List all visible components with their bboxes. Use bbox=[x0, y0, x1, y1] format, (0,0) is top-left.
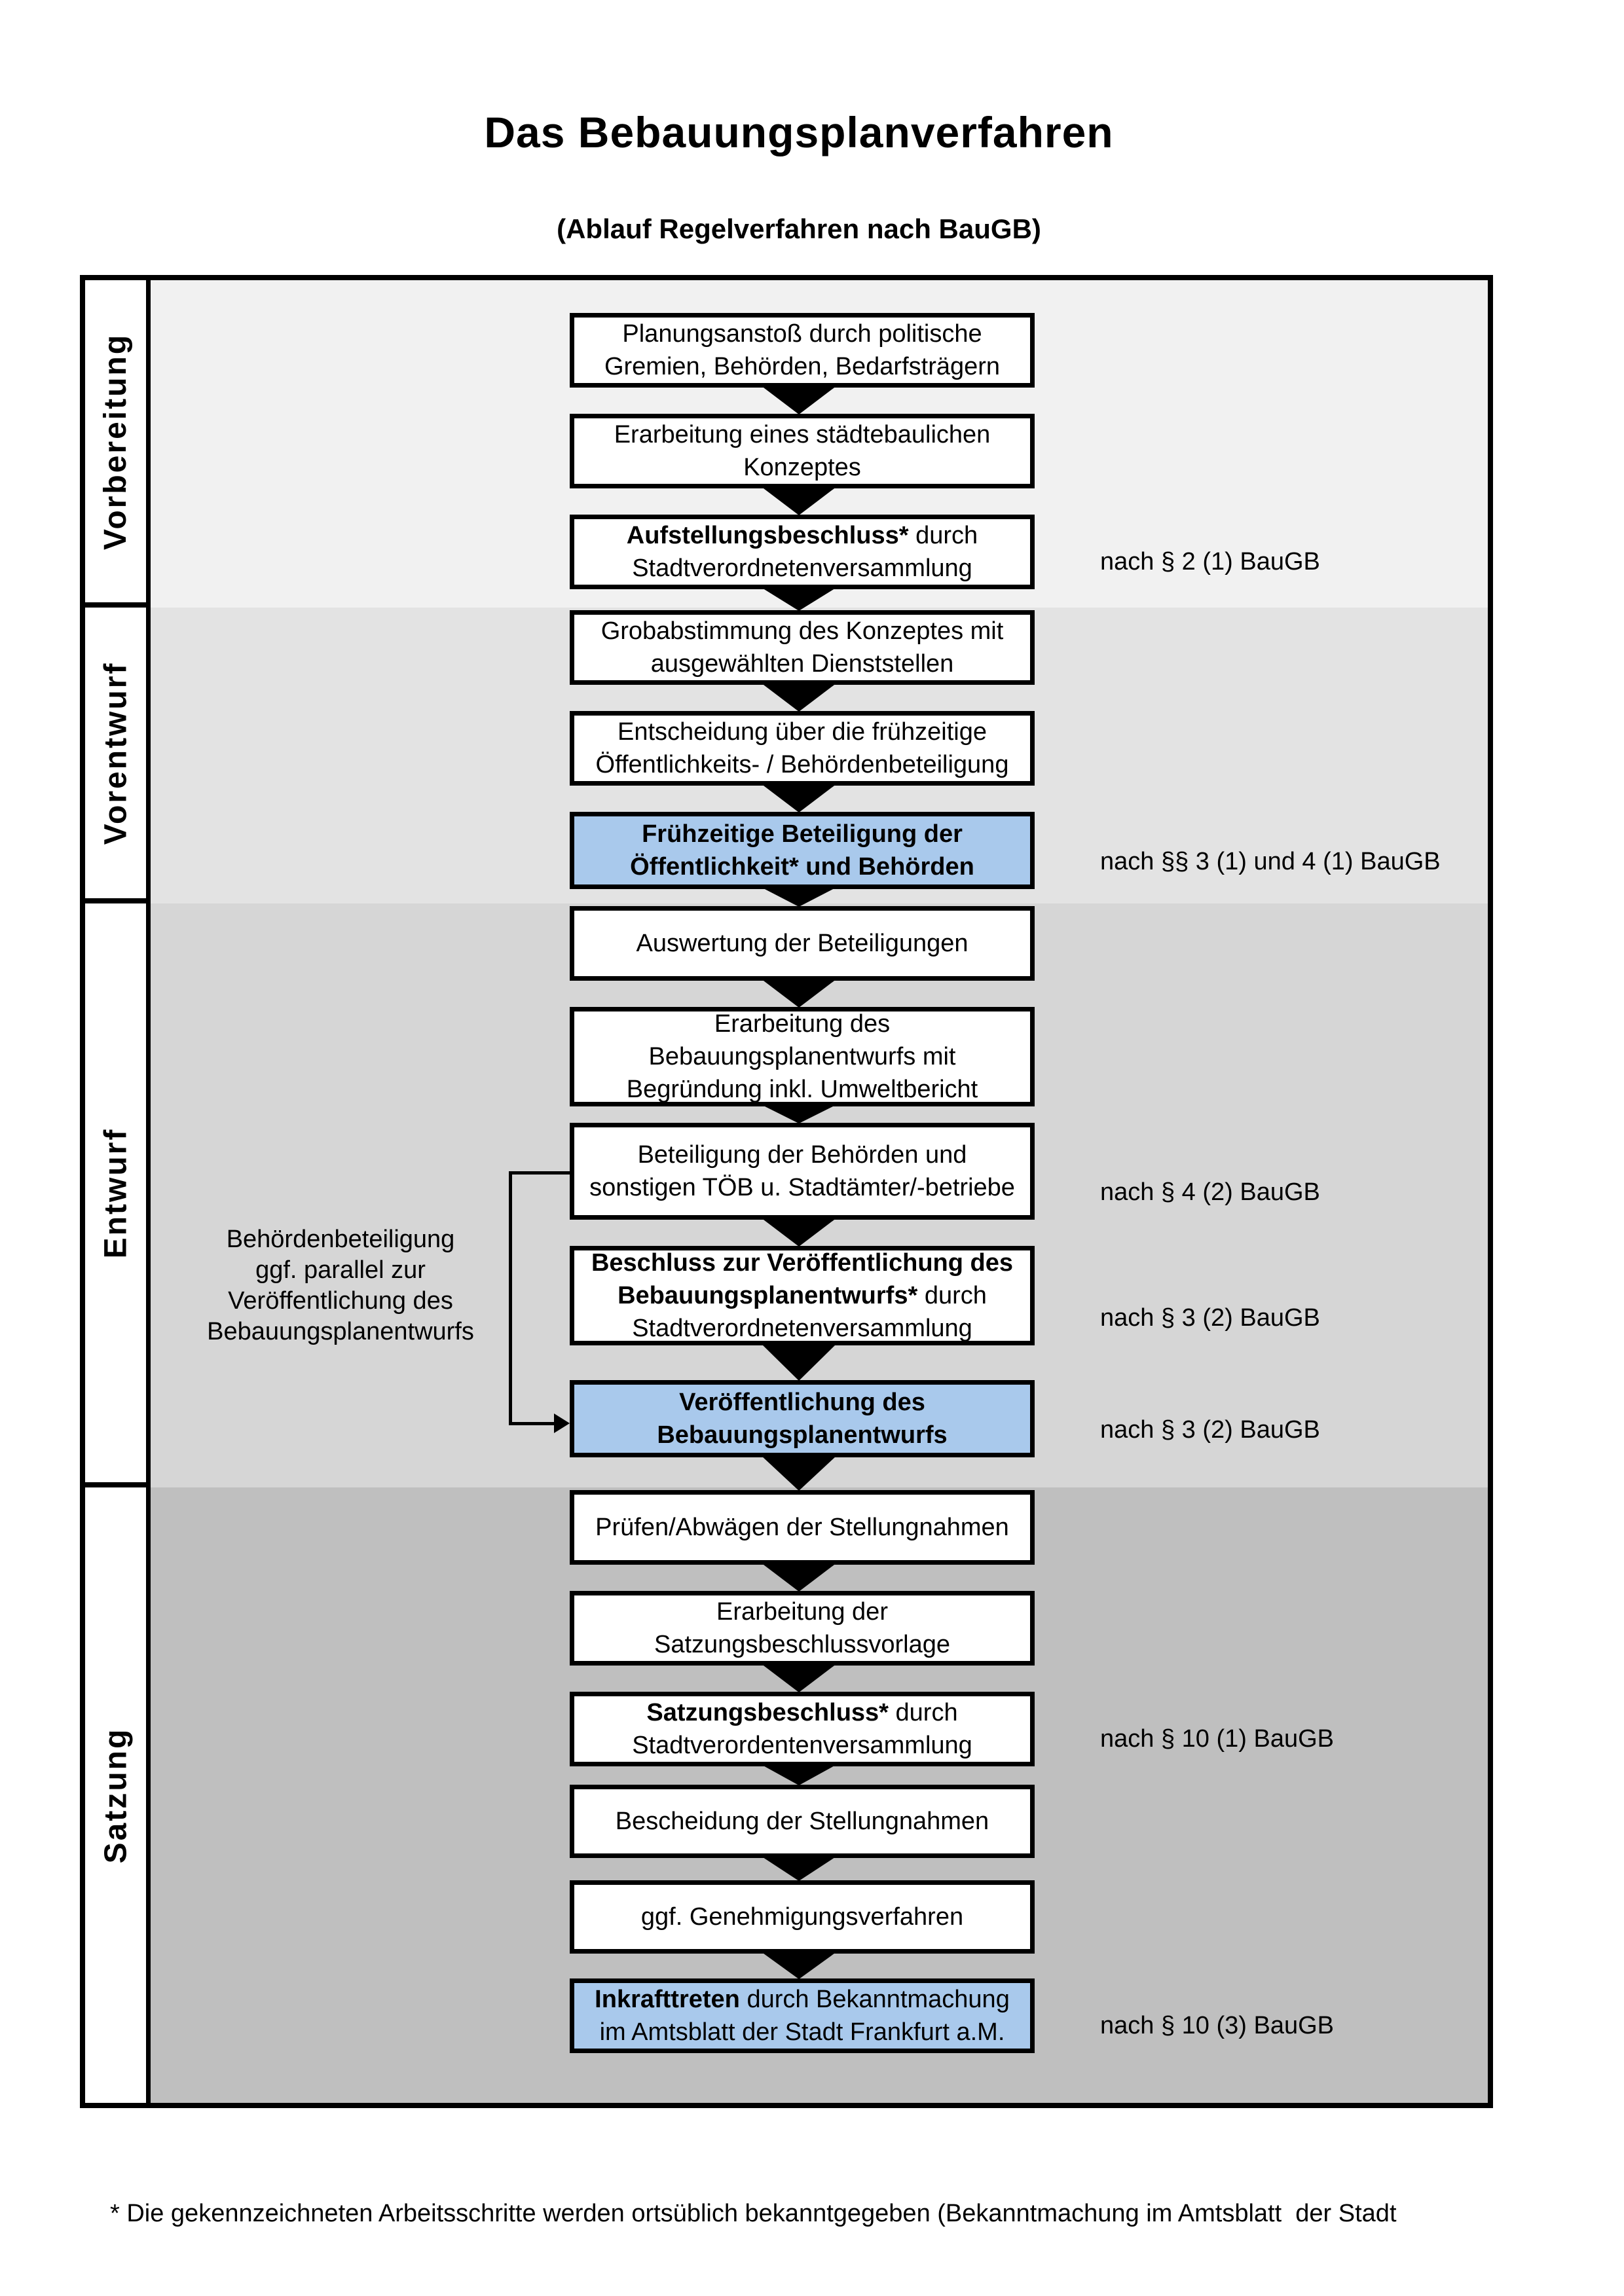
flow-box-line: ggf. Genehmigungsverfahren bbox=[640, 1903, 964, 1931]
flow-box-line: Beschluss zur Veröffentlichung des bbox=[591, 1249, 1014, 1277]
flow-box-line: ausgewählten Dienststellen bbox=[650, 650, 954, 678]
parallel-annotation-line: ggf. parallel zur bbox=[255, 1256, 426, 1284]
phase-cell-satzung: Satzung bbox=[85, 1487, 151, 2103]
connector-line-top bbox=[509, 1171, 570, 1175]
arrow-down-icon bbox=[761, 1218, 837, 1247]
flow-box-line: Entscheidung über die frühzeitige bbox=[617, 718, 987, 746]
flow-box-line: sonstigen TÖB u. Stadtämter/-betriebe bbox=[589, 1174, 1015, 1201]
flow-box-line: Stadtverordnetenversammlung bbox=[632, 555, 972, 582]
flow-box-line: Aufstellungsbeschluss* durch bbox=[626, 522, 978, 549]
flow-box-line: Konzeptes bbox=[743, 454, 861, 481]
arrow-down-icon bbox=[761, 1664, 837, 1692]
flow-box-line: Bescheidung der Stellungnahmen bbox=[615, 1808, 989, 1835]
flow-box-line: Beteiligung der Behörden und bbox=[637, 1141, 967, 1169]
flow-box-line: Stadtverordnetenversammlung bbox=[632, 1315, 972, 1342]
flow-box: Beteiligung der Behörden und sonstigen TÖ… bbox=[570, 1123, 1035, 1220]
phase-label: Entwurf bbox=[98, 1127, 134, 1258]
flow-box-line: Inkrafttreten durch Bekanntmachung bbox=[595, 1986, 1010, 2013]
arrow-down-icon bbox=[761, 1563, 837, 1592]
arrow-down-icon bbox=[761, 486, 837, 515]
flow-box: Inkrafttreten durch Bekanntmachung im Amt… bbox=[570, 1978, 1035, 2053]
flow-box-line: Erarbeitung des bbox=[714, 1010, 891, 1038]
flow-box: Grobabstimmung des Konzeptes mit ausgewäh… bbox=[570, 610, 1035, 685]
arrow-down-icon bbox=[761, 1764, 837, 1785]
phase-cell-vorbereitung: Vorbereitung bbox=[85, 280, 151, 608]
flow-box: Bescheidung der Stellungnahmen bbox=[570, 1785, 1035, 1858]
flow-box-line: Erarbeitung der bbox=[716, 1598, 888, 1626]
page-title: Das Bebauungsplanverfahren bbox=[484, 108, 1114, 156]
phase-label: Vorentwurf bbox=[98, 661, 133, 845]
connector-line-vertical bbox=[509, 1171, 512, 1425]
flow-box-line: Bebauungsplanentwurfs* durch bbox=[618, 1282, 987, 1309]
phase-label: Vorbereitung bbox=[98, 333, 133, 550]
arrow-down-icon bbox=[761, 1952, 837, 1979]
flow-box-line: im Amtsblatt der Stadt Frankfurt a.M. bbox=[599, 2018, 1005, 2046]
flow-box-line: Begründung inkl. Umweltbericht bbox=[626, 1076, 978, 1103]
flow-box-line: Planungsanstoß durch politische bbox=[622, 320, 982, 348]
arrow-down-icon bbox=[761, 979, 837, 1008]
flow-box-line: Auswertung der Beteiligungen bbox=[636, 930, 969, 957]
flow-box-line: Bebauungsplanentwurfs mit bbox=[648, 1043, 956, 1070]
flow-box-line: Gremien, Behörden, Bedarfsträgern bbox=[604, 353, 1001, 380]
flow-box: Prüfen/Abwägen der Stellungnahmen bbox=[570, 1490, 1035, 1565]
arrow-down-icon bbox=[761, 386, 837, 414]
flow-box-line: Bebauungsplanentwurfs bbox=[657, 1421, 948, 1449]
parallel-annotation-line: Bebauungsplanentwurfs bbox=[207, 1318, 474, 1345]
flow-box-line: Stadtverordentenversammlung bbox=[632, 1732, 972, 1759]
flow-box-line: Prüfen/Abwägen der Stellungnahmen bbox=[595, 1514, 1009, 1541]
flow-box-line: Öffentlichkeit* und Behörden bbox=[630, 853, 974, 881]
arrow-down-icon bbox=[761, 1455, 837, 1491]
flow-box: ggf. Genehmigungsverfahren bbox=[570, 1880, 1035, 1954]
flow-box-line: Satzungsbeschluss* durch bbox=[646, 1699, 958, 1726]
arrow-down-icon bbox=[761, 887, 837, 907]
flow-box-line: Erarbeitung eines städtebaulichen bbox=[614, 421, 991, 448]
connector-line-bottom bbox=[509, 1422, 555, 1425]
legal-note: nach § 4 (2) BauGB bbox=[1100, 1178, 1320, 1206]
footnote-line-1: * Die gekennzeichneten Arbeitsschritte w… bbox=[110, 2200, 1397, 2227]
flow-box-line: Satzungsbeschlussvorlage bbox=[654, 1631, 951, 1658]
arrow-down-icon bbox=[761, 683, 837, 712]
arrow-down-icon bbox=[761, 1104, 837, 1123]
flow-box-line: Grobabstimmung des Konzeptes mit bbox=[600, 617, 1004, 645]
arrow-down-icon bbox=[761, 587, 837, 611]
flow-box: Auswertung der Beteiligungen bbox=[570, 906, 1035, 981]
phase-cell-vorentwurf: Vorentwurf bbox=[85, 608, 151, 903]
phase-label: Satzung bbox=[98, 1727, 133, 1863]
legal-note: nach §§ 3 (1) und 4 (1) BauGB bbox=[1100, 848, 1441, 875]
arrow-down-icon bbox=[761, 1856, 837, 1881]
legal-note: nach § 10 (1) BauGB bbox=[1100, 1725, 1334, 1753]
connector-arrowhead-icon bbox=[554, 1413, 570, 1433]
arrow-down-icon bbox=[761, 1343, 837, 1381]
legal-note: nach § 2 (1) BauGB bbox=[1100, 548, 1320, 575]
flow-box-line: Öffentlichkeits- / Behördenbeteiligung bbox=[595, 751, 1009, 778]
legal-note: nach § 3 (2) BauGB bbox=[1100, 1416, 1320, 1444]
flow-box-line: Veröffentlichung des bbox=[679, 1389, 925, 1416]
parallel-annotation-line: Behördenbeteiligung bbox=[226, 1226, 455, 1253]
legal-note: nach § 3 (2) BauGB bbox=[1100, 1304, 1320, 1332]
arrow-down-icon bbox=[761, 784, 837, 812]
parallel-annotation-line: Veröffentlichung des bbox=[228, 1287, 453, 1315]
legal-note: nach § 10 (3) BauGB bbox=[1100, 2012, 1334, 2039]
phase-cell-entwurf: Entwurf bbox=[85, 903, 151, 1487]
flow-box-line: Frühzeitige Beteiligung der bbox=[642, 820, 963, 848]
page-subtitle: (Ablauf Regelverfahren nach BauGB) bbox=[557, 213, 1041, 244]
footnote: * Die gekennzeichneten Arbeitsschritte w… bbox=[110, 2132, 1397, 2296]
